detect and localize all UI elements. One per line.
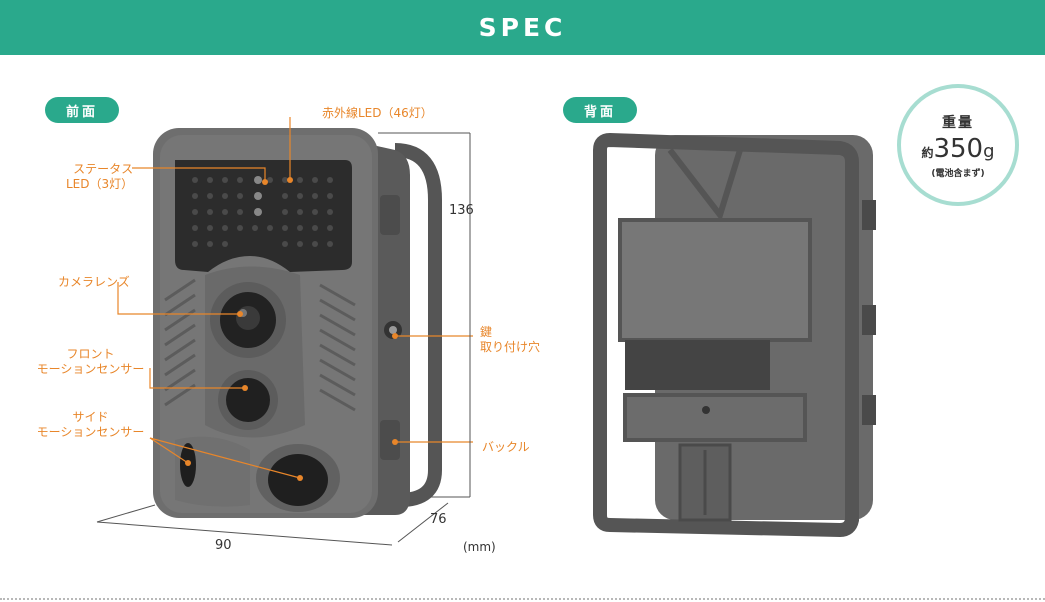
weight-note: (電池含まず)	[931, 168, 985, 179]
label-front-sensor-line1: フロント	[66, 347, 115, 361]
label-ir-led: 赤外線LED（46灯）	[322, 106, 433, 120]
spec-banner: SPEC	[0, 0, 1045, 55]
leader-lines	[117, 117, 473, 479]
dim-depth: 76	[430, 512, 447, 527]
weight-title: 重量	[942, 114, 974, 131]
label-side-sensor-line1: サイド	[72, 410, 109, 424]
ir-led-grid	[192, 177, 333, 247]
label-front-sensor: フロント モーションセンサー	[33, 347, 148, 377]
label-lock-hole-line2: 取り付け穴	[480, 340, 541, 354]
front-tag: 前面	[45, 97, 119, 123]
dim-width: 90	[215, 538, 232, 553]
label-lock-hole: 鍵 取り付け穴	[480, 325, 540, 355]
label-lens: カメラレンズ	[58, 275, 130, 289]
weight-value: 350	[933, 133, 984, 164]
weight-prefix: 約	[921, 145, 934, 160]
weight-unit: g	[983, 140, 995, 162]
front-camera-image	[153, 128, 442, 518]
weight-row: 約 350 g	[921, 134, 994, 164]
label-status-led-line2: LED（3灯）	[66, 177, 134, 191]
dim-unit: (mm)	[463, 540, 496, 554]
label-side-sensor: サイド モーションセンサー	[33, 410, 148, 440]
back-tag: 背面	[563, 97, 637, 123]
label-lock-hole-line1: 鍵	[480, 325, 493, 339]
weight-badge: 重量 約 350 g (電池含まず)	[897, 84, 1019, 206]
label-buckle: バックル	[482, 440, 530, 454]
label-front-sensor-line2: モーションセンサー	[36, 362, 145, 376]
back-camera-image	[593, 132, 876, 538]
label-side-sensor-line2: モーションセンサー	[36, 425, 145, 439]
label-status-led-line1: ステータス	[73, 162, 134, 176]
label-status-led: ステータス LED（3灯）	[66, 162, 133, 192]
dimension-lines	[96, 132, 471, 546]
banner-title: SPEC	[478, 13, 567, 42]
bottom-divider	[0, 598, 1045, 600]
dim-height: 136	[449, 203, 474, 218]
